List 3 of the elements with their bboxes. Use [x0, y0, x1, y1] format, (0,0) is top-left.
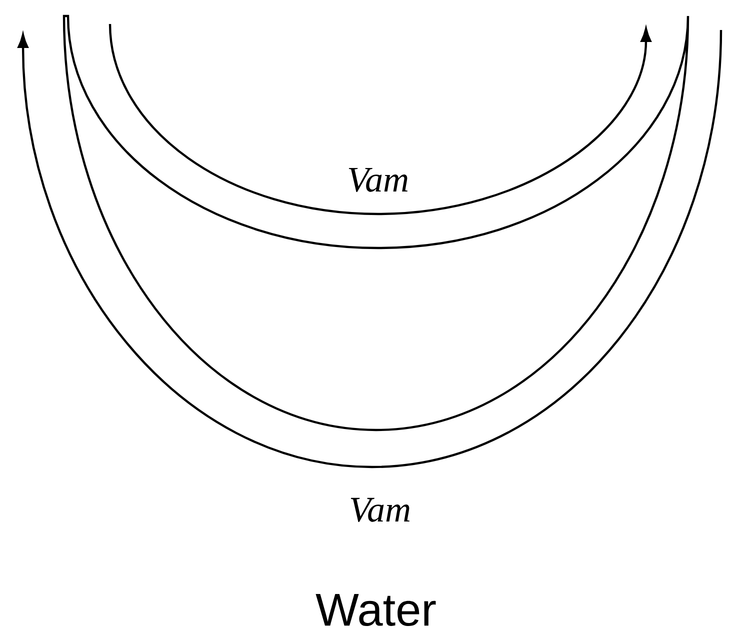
arc-label: Vam — [348, 168, 408, 192]
caption: Water — [316, 594, 436, 626]
arc-label: Vam — [350, 498, 410, 522]
